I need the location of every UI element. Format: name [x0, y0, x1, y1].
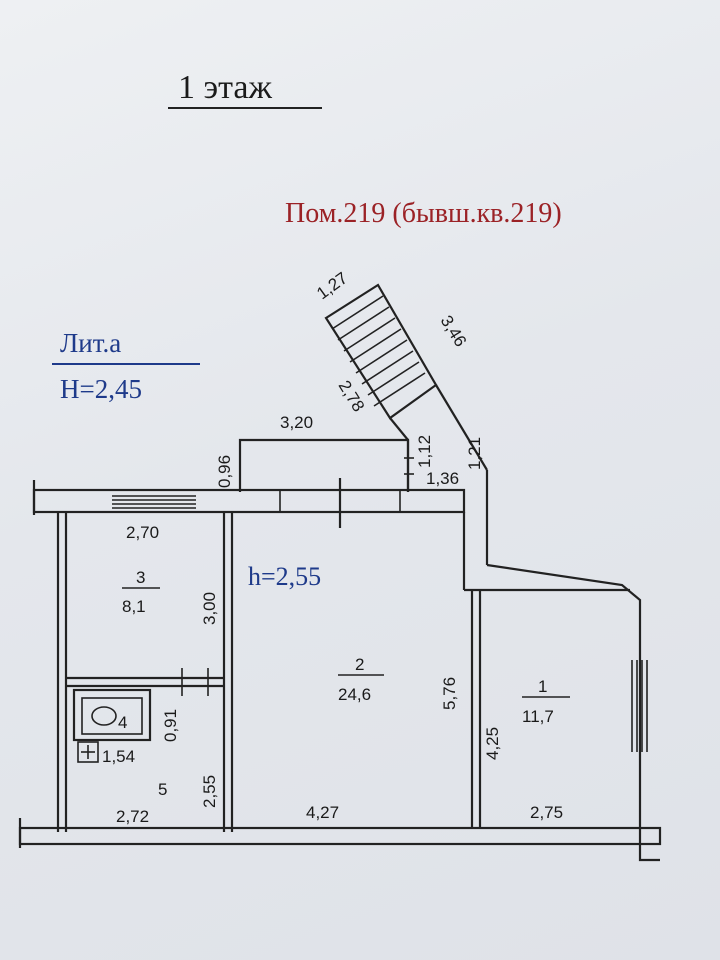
- dim-stair-right: 3,46: [437, 312, 471, 350]
- dim-step-width: 1,36: [426, 469, 459, 488]
- right-window: [631, 660, 648, 752]
- dim-wc-depth: 0,91: [161, 709, 180, 742]
- room-1-number: 1: [538, 677, 547, 696]
- dim-room3-width: 2,70: [126, 523, 159, 542]
- top-window: [112, 495, 196, 509]
- dim-room2-depth: 5,76: [440, 677, 459, 710]
- stair-rail-left: [389, 417, 409, 441]
- dim-wc-width: 1,54: [102, 747, 135, 766]
- room-3-area: 8,1: [122, 597, 146, 616]
- dim-room2-width: 4,27: [306, 803, 339, 822]
- room-2-area: 24,6: [338, 685, 371, 704]
- building-walls: [18, 478, 662, 862]
- dim-room1-depth: 4,25: [483, 727, 502, 760]
- premises-title: Пом.219 (бывш.кв.219): [285, 198, 562, 229]
- dim-step-height: 1,12: [415, 435, 434, 468]
- dim-room5-depth: 2,55: [200, 775, 219, 808]
- dim-room5-width: 2,72: [116, 807, 149, 826]
- dim-room3-depth: 3,00: [200, 592, 219, 625]
- dim-porch-width: 3,20: [280, 413, 313, 432]
- room-3-number: 3: [136, 568, 145, 587]
- floor-title: 1 этаж: [178, 69, 272, 106]
- stair-rail-right: [435, 384, 488, 471]
- room-2-number: 2: [355, 655, 364, 674]
- dim-room1-width: 2,75: [530, 803, 563, 822]
- room-1-area: 11,7: [522, 707, 554, 726]
- dim-porch-depth: 0,96: [215, 455, 234, 488]
- porch: [238, 438, 489, 565]
- dim-stair-top: 1,27: [313, 268, 351, 303]
- room-4-number: 4: [118, 713, 127, 732]
- dim-corridor-side: 1,21: [465, 437, 484, 470]
- liter-height: H=2,45: [60, 374, 142, 404]
- inner-height: h=2,55: [248, 562, 321, 591]
- room-5-number: 5: [158, 780, 167, 799]
- liter-name: Лит.а: [60, 328, 121, 358]
